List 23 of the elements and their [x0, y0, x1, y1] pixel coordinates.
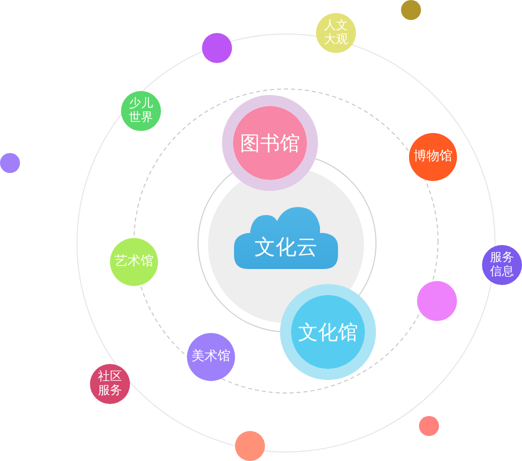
category-label: 图书馆	[240, 132, 300, 154]
category-label: 社区服务	[97, 370, 123, 398]
decor-circle	[235, 431, 265, 461]
category-circle	[482, 245, 522, 285]
decor-circle	[202, 33, 232, 63]
category-label: 博物馆	[414, 150, 452, 164]
category-label: 文化馆	[298, 320, 358, 344]
category-circle	[316, 13, 356, 53]
category-label: 人文大观	[323, 19, 349, 47]
category-label: 文化云	[254, 234, 318, 260]
category-label: 服务信息	[489, 251, 515, 279]
decor-circle	[401, 0, 421, 20]
category-circle	[110, 238, 158, 286]
category-label: 艺术馆	[114, 254, 154, 270]
category-circle	[90, 364, 130, 404]
decor-circle	[0, 153, 20, 173]
decor-circle	[417, 281, 457, 321]
category-label: 少儿世界	[128, 97, 154, 125]
category-circle	[121, 91, 161, 131]
decor-circle	[419, 416, 439, 436]
category-circle	[187, 333, 235, 381]
category-label: 美术馆	[192, 350, 230, 364]
category-circle	[409, 133, 457, 181]
